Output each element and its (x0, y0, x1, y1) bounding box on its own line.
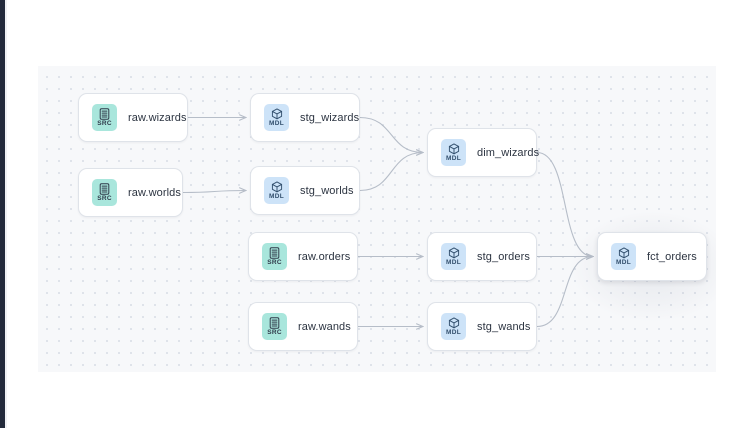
edge-dim-wizards-to-fct-orders (536, 151, 593, 257)
left-nav-rail[interactable] (0, 0, 5, 428)
source-database-icon: SRC (262, 243, 287, 270)
node-label: stg_orders (477, 250, 530, 263)
node-label: stg_wizards (300, 111, 360, 124)
model-cube-icon: MDL (441, 243, 466, 270)
model-cube-icon: MDL (264, 177, 289, 204)
graph-node-dim-wizards[interactable]: MDL dim_wizards (427, 128, 540, 177)
node-label: raw.wands (298, 320, 351, 333)
source-database-icon: SRC (262, 313, 287, 340)
model-cube-icon: MDL (441, 313, 466, 340)
node-kind-tag: SRC (97, 119, 112, 127)
graph-node-stg-orders[interactable]: MDL stg_orders (427, 232, 537, 281)
graph-node-stg-wizards[interactable]: MDL stg_wizards (250, 93, 360, 142)
node-kind-tag: MDL (446, 258, 461, 266)
node-kind-tag: MDL (616, 258, 631, 266)
model-cube-icon: MDL (611, 243, 636, 270)
node-kind-tag: MDL (446, 154, 461, 162)
graph-node-stg-wands[interactable]: MDL stg_wands (427, 302, 537, 351)
node-label: fct_orders (647, 250, 697, 263)
edge-stg-worlds-to-dim-wizards (359, 153, 423, 192)
graph-node-raw-wands[interactable]: SRC raw.wands (248, 302, 358, 351)
node-kind-tag: SRC (267, 258, 282, 266)
edge-paths (182, 116, 593, 328)
node-kind-tag: SRC (97, 194, 112, 202)
graph-node-raw-worlds[interactable]: SRC raw.worlds (78, 168, 183, 217)
model-cube-icon: MDL (441, 139, 466, 166)
graph-node-stg-worlds[interactable]: MDL stg_worlds (250, 166, 360, 215)
edge-layer (182, 66, 716, 372)
source-database-icon: SRC (92, 179, 117, 206)
model-cube-icon: MDL (264, 104, 289, 131)
node-kind-tag: SRC (267, 328, 282, 336)
edge-stg-wands-to-fct-orders (536, 257, 593, 328)
node-kind-tag: MDL (446, 328, 461, 336)
graph-node-raw-wizards[interactable]: SRC raw.wizards (78, 93, 188, 142)
source-database-icon: SRC (92, 104, 117, 131)
node-label: raw.wizards (128, 111, 187, 124)
node-kind-tag: MDL (269, 192, 284, 200)
rail-divider (5, 0, 7, 428)
edge-raw-worlds-to-stg-worlds (182, 191, 246, 193)
node-kind-tag: MDL (269, 119, 284, 127)
node-label: stg_worlds (300, 184, 354, 197)
edge-stg-wizards-to-dim-wizards (359, 116, 423, 153)
graph-node-fct-orders[interactable]: MDL fct_orders (597, 232, 707, 281)
node-label: raw.orders (298, 250, 351, 263)
node-label: dim_wizards (477, 146, 540, 159)
node-label: stg_wands (477, 320, 531, 333)
node-label: raw.worlds (128, 186, 181, 199)
graph-node-raw-orders[interactable]: SRC raw.orders (248, 232, 358, 281)
